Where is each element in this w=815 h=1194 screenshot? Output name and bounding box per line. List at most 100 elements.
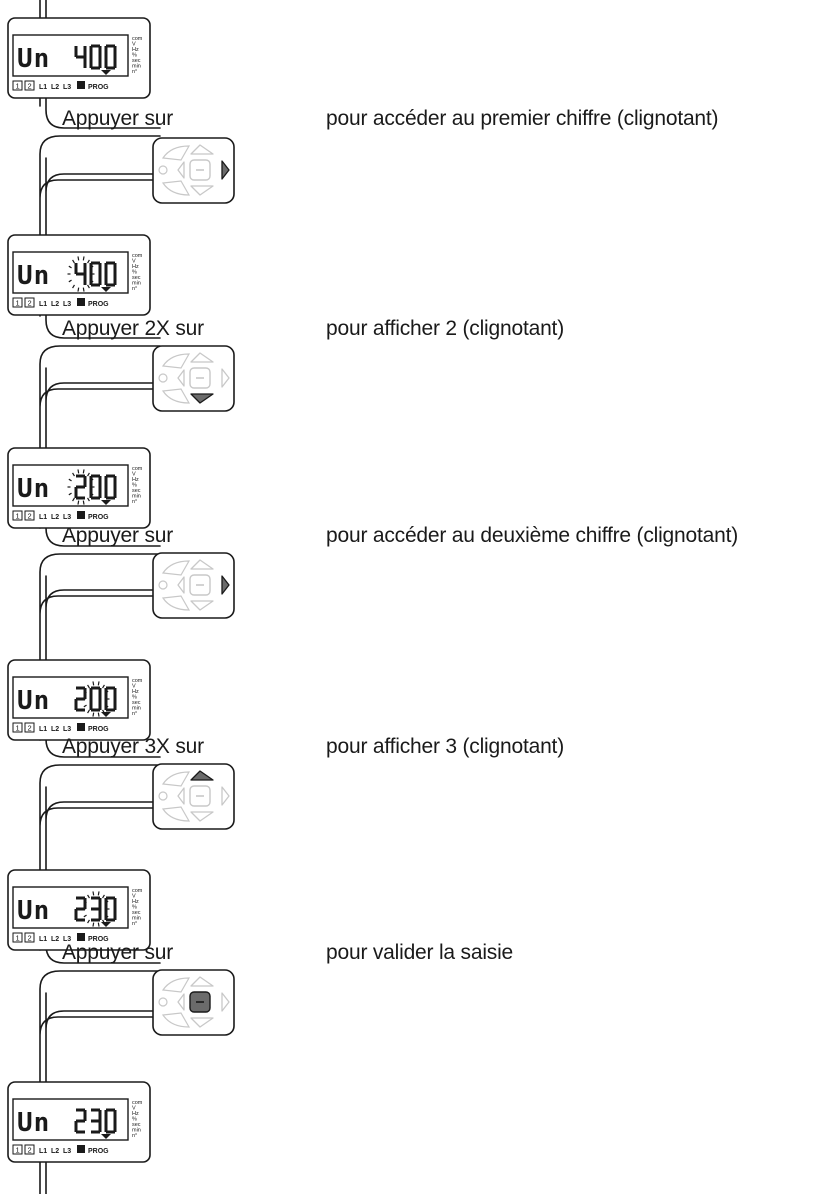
flow-wires (39, 0, 161, 1194)
lcd-digit-1 (74, 263, 87, 285)
lcd-unit-3: Hz (132, 1111, 139, 1117)
lcd-box-label-2: 2 (28, 299, 32, 308)
lcd-unit-6: min (132, 494, 141, 500)
lcd-unit-2: V (132, 894, 136, 900)
hourglass-icon (77, 1145, 85, 1153)
right-arrow-key-icon (221, 368, 230, 388)
up-arrow-key-icon (190, 559, 214, 570)
lcd-prog-label: PROG (88, 1148, 109, 1155)
step-4-result: pour afficher 3 (clignotant) (326, 735, 564, 758)
left-arrow-key-icon (177, 576, 185, 594)
lcd-unit-7: n° (132, 286, 137, 292)
keypad-frame (152, 137, 235, 204)
left-arrow-key-icon (177, 787, 185, 805)
lcd-cursor-marker (101, 500, 111, 505)
lcd-box-label-1: 1 (16, 934, 20, 943)
hourglass-icon (77, 723, 85, 731)
lcd-box-label-2: 2 (28, 934, 32, 943)
step-2-action: Appuyer 2X sur (62, 317, 204, 340)
lcd-digit-1 (74, 1108, 87, 1134)
keypad-petal-bottom (161, 388, 191, 404)
keypad-petal-top (161, 560, 191, 576)
lcd-unit-1: com (132, 466, 143, 472)
keypad-petal-top (161, 353, 191, 369)
right-arrow-key-icon (221, 786, 230, 806)
lcd-unit-2: V (132, 259, 136, 265)
lcd-phase-L2: L2 (51, 936, 59, 943)
lcd-prog-label: PROG (88, 726, 109, 733)
lcd-box-2 (24, 80, 35, 91)
lcd-box-label-2: 2 (28, 82, 32, 91)
hourglass-icon (77, 511, 85, 519)
lcd-digit-3 (104, 474, 117, 500)
lcd-unit-3: Hz (132, 689, 139, 695)
keypad-petal-top (161, 977, 191, 993)
lcd-box-label-1: 1 (16, 299, 20, 308)
lcd-box-1 (12, 510, 23, 521)
lcd-param-name: Un (17, 44, 50, 74)
lcd-phase-L1: L1 (39, 726, 47, 733)
lcd-prog-label: PROG (88, 514, 109, 521)
lcd-digit-2 (89, 44, 102, 70)
lcd-unit-6: min (132, 64, 141, 70)
lcd-box-2 (24, 1144, 35, 1155)
lcd-unit-5: sec (132, 910, 141, 916)
left-arrow-key-icon (177, 993, 185, 1011)
lcd-box-label-2: 2 (28, 512, 32, 521)
hourglass-icon (77, 298, 85, 306)
flow-wire-path (39, 0, 161, 1194)
lcd-phase-L2: L2 (51, 726, 59, 733)
lcd-unit-5: sec (132, 488, 141, 494)
lcd-phase-L1: L1 (39, 936, 47, 943)
keypad-frame (152, 552, 235, 619)
keypad-petal-bottom (161, 595, 191, 611)
step-1-result: pour accéder au premier chiffre (clignot… (326, 107, 719, 130)
keypad-petal-top (161, 145, 191, 161)
blink-indicator-digit-2 (82, 891, 110, 927)
enter-key-icon (189, 574, 211, 596)
lcd-digit-3 (104, 896, 117, 922)
right-arrow-key-icon (221, 160, 230, 180)
lcd-cursor-marker (101, 70, 111, 75)
keypad-3 (152, 552, 235, 619)
down-arrow-key-icon (190, 1017, 214, 1028)
lcd-digit-3 (104, 261, 117, 287)
step-1-action: Appuyer sur (62, 107, 174, 130)
lcd-unit-4: % (132, 695, 137, 701)
lcd-unit-4: % (132, 483, 137, 489)
lcd-unit-4: % (132, 270, 137, 276)
lcd-box-2 (24, 722, 35, 733)
lcd-phase-L3: L3 (63, 726, 71, 733)
lcd-phase-L3: L3 (63, 1148, 71, 1155)
lcd-cursor-marker (101, 922, 111, 927)
lcd-digit-2 (89, 474, 102, 500)
keypad-dot-icon (158, 373, 168, 383)
lcd-digit-3 (104, 44, 117, 70)
keypad-frame (152, 345, 235, 412)
up-arrow-key-icon (190, 144, 214, 155)
lcd-phase-L1: L1 (39, 301, 47, 308)
lcd-param-name: Un (17, 896, 50, 926)
lcd-unit-6: min (132, 1128, 141, 1134)
lcd-param-name: Un (17, 686, 50, 716)
keypad-dot-icon (158, 580, 168, 590)
lcd-unit-3: Hz (132, 47, 139, 53)
lcd-digit-1 (74, 46, 87, 68)
lcd-box-1 (12, 932, 23, 943)
step-2-result: pour afficher 2 (clignotant) (326, 317, 564, 340)
lcd-unit-7: n° (132, 921, 137, 927)
lcd-phase-L3: L3 (63, 514, 71, 521)
lcd-prog-label: PROG (88, 301, 109, 308)
lcd-phase-L1: L1 (39, 84, 47, 91)
down-arrow-key-icon (190, 811, 214, 822)
lcd-unit-2: V (132, 684, 136, 690)
lcd-unit-3: Hz (132, 264, 139, 270)
keypad-petal-bottom (161, 180, 191, 196)
lcd-unit-1: com (132, 253, 143, 259)
lcd-param-name: Un (17, 261, 50, 291)
